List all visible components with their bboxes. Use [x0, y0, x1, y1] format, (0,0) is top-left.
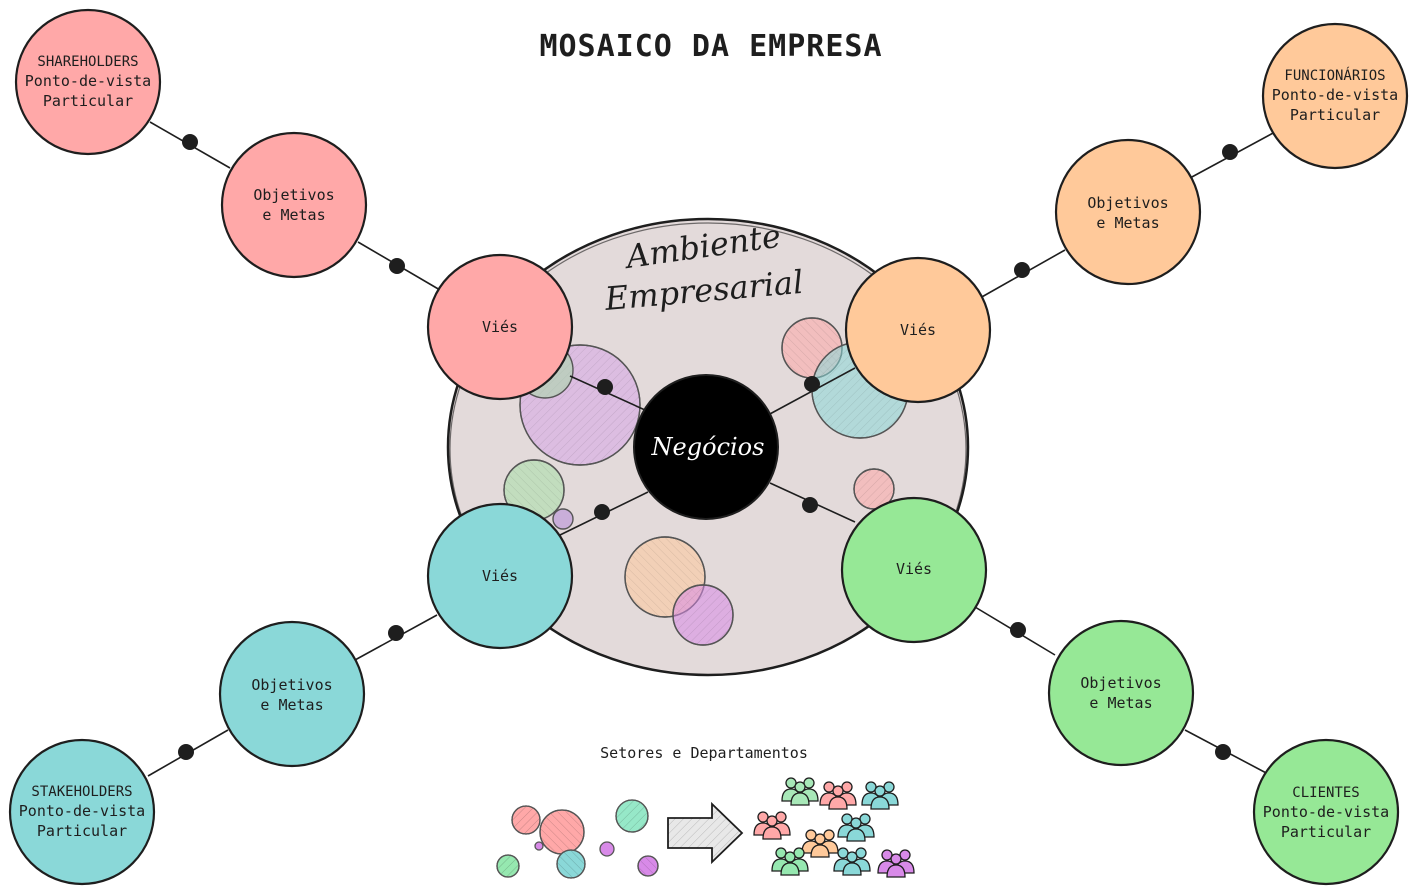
stakeholders-bias: Viés [482, 567, 518, 585]
clientes-bias: Viés [896, 560, 932, 578]
shareholders-bias: Viés [482, 318, 518, 336]
group-shareholders: SHAREHOLDERS Ponto-de-vista Particular O… [14, 8, 574, 401]
funcionarios-view-line2: Particular [1290, 106, 1380, 124]
people-group-icon [837, 813, 875, 842]
clientes-name: CLIENTES [1292, 785, 1359, 801]
people-group-icon [771, 847, 809, 876]
people-group-icon [819, 781, 857, 810]
clientes-goals-line1: Objetivos [1080, 674, 1161, 692]
stakeholders-name: STAKEHOLDERS [31, 784, 132, 800]
group-funcionarios: FUNCIONÁRIOS Ponto-de-vista Particular O… [844, 22, 1409, 404]
funcionarios-view-line1: Ponto-de-vista [1272, 86, 1398, 104]
people-group-icon [801, 829, 839, 858]
group-stakeholders: STAKEHOLDERS Ponto-de-vista Particular O… [8, 502, 574, 886]
funcionarios-bias: Viés [900, 321, 936, 339]
funcionarios-name: FUNCIONÁRIOS [1284, 67, 1385, 84]
business-core: Negócios [633, 374, 779, 520]
shareholders-goals-line2: e Metas [262, 206, 325, 224]
clientes-view-line1: Ponto-de-vista [1263, 803, 1389, 821]
clientes-view-line2: Particular [1281, 823, 1371, 841]
clientes-goals-line2: e Metas [1089, 694, 1152, 712]
sector-bubbles [496, 799, 659, 879]
people-group-icon [781, 777, 819, 806]
people-group-icons [753, 777, 915, 878]
stakeholders-view-line2: Particular [37, 822, 127, 840]
funcionarios-goals-line2: e Metas [1096, 214, 1159, 232]
stakeholders-goals-line1: Objetivos [251, 676, 332, 694]
sectors-label: Setores e Departamentos [600, 744, 808, 762]
people-group-icon [877, 849, 915, 878]
connector-dots [178, 134, 1238, 760]
core-label: Negócios [651, 433, 765, 461]
shareholders-view-line1: Ponto-de-vista [25, 72, 151, 90]
funcionarios-goals-line1: Objetivos [1087, 194, 1168, 212]
stakeholders-view-line1: Ponto-de-vista [19, 802, 145, 820]
group-clientes: CLIENTES Ponto-de-vista Particular Objet… [840, 496, 1400, 886]
diagram-title: MOSAICO DA EMPRESA [539, 29, 882, 64]
shareholders-view-line2: Particular [43, 92, 133, 110]
stakeholders-goals-line2: e Metas [260, 696, 323, 714]
people-group-icon [753, 811, 791, 840]
shareholders-goals-line1: Objetivos [253, 186, 334, 204]
right-arrow-icon [667, 801, 744, 865]
people-group-icon [833, 847, 871, 876]
people-group-icon [861, 781, 899, 810]
shareholders-name: SHAREHOLDERS [37, 54, 138, 70]
